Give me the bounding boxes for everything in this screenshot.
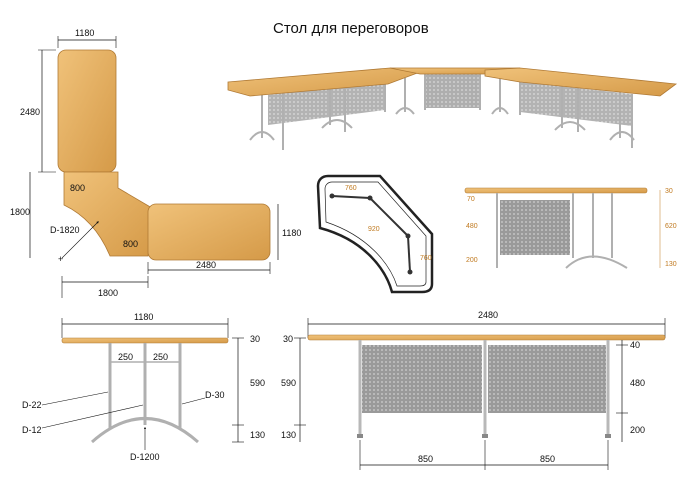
long-dim-r3: 200: [630, 425, 645, 435]
long-dim-width: 2480: [478, 310, 498, 320]
side-tabletop: [464, 187, 648, 194]
page-title: Стол для переговоров: [273, 20, 429, 37]
perspective-panel-left: [268, 82, 385, 125]
front-dim-gap-right: 250: [153, 352, 168, 362]
long-dim-height: 590: [281, 378, 296, 388]
long-panel-left: [362, 345, 482, 413]
dim-radius: D-1820: [50, 225, 80, 235]
corner-dim-c: 760: [420, 255, 432, 262]
perspective-legs: [249, 74, 635, 150]
corner-leg-view: 760 920 760: [316, 174, 434, 294]
front-leg-d22: D-22: [22, 400, 42, 410]
dim-left-height: 1800: [10, 207, 30, 217]
front-view: 1180 250 250 D-22 D-12 D-30 D-1200 30 59…: [22, 312, 265, 462]
dim-top-width: 1180: [75, 28, 94, 38]
front-dim-width: 1180: [134, 312, 153, 322]
plan-origin-mark: +: [58, 254, 63, 264]
dim-right-height: 1180: [282, 228, 301, 238]
long-dim-r1: 40: [630, 340, 640, 350]
front-dim-top: 30: [250, 334, 260, 344]
dim-right-width: 2480: [196, 260, 216, 270]
perspective-view: [227, 67, 678, 150]
side-panel: [500, 200, 570, 255]
side-dim-left1: 70: [467, 196, 475, 203]
front-leg-d12: D-12: [22, 425, 42, 435]
long-dim-top: 30: [283, 334, 293, 344]
corner-leg-outline: [316, 174, 434, 294]
dim-top-height: 2480: [20, 107, 40, 117]
side-dim-top: 30: [665, 188, 673, 195]
long-panel-right: [488, 345, 606, 413]
long-dim-r2: 480: [630, 378, 645, 388]
front-dim-gap-left: 250: [118, 352, 133, 362]
long-dim-span-left: 850: [418, 454, 433, 464]
front-dim-height: 590: [250, 378, 265, 388]
perspective-top-right: [484, 67, 678, 97]
dim-bottom-width: 1800: [98, 288, 118, 298]
side-dim-right1: 620: [665, 223, 677, 230]
corner-dim-b: 920: [368, 226, 380, 233]
dim-corner-top: 800: [70, 183, 85, 193]
side-dim-left3: 200: [466, 257, 478, 264]
small-side-view: 70 480 200 30 620 130: [464, 187, 677, 269]
plan-corner-segment: [63, 171, 153, 257]
side-dim-left2: 480: [466, 223, 478, 230]
long-tabletop: [307, 334, 666, 341]
dim-corner-bottom: 800: [123, 239, 138, 249]
front-dim-bottom: 130: [250, 430, 265, 440]
front-leg-d30: D-30: [205, 390, 225, 400]
corner-dim-a: 760: [345, 185, 357, 192]
plan-top-segment: [57, 49, 117, 173]
plan-view: 1180 2480 1800 800 800 D-1820 + 1180 248…: [10, 28, 301, 298]
side-dim-right2: 130: [665, 261, 677, 268]
perspective-panel-center: [425, 74, 480, 108]
front-base-d1200: D-1200: [130, 452, 160, 462]
perspective-panel-right: [520, 82, 632, 126]
front-tabletop: [61, 337, 229, 344]
long-dim-bottom: 130: [281, 430, 296, 440]
plan-right-segment: [147, 203, 271, 261]
long-dim-span-right: 850: [540, 454, 555, 464]
long-view: 2480 30 590 130 40 480 200 850 850: [281, 310, 666, 470]
